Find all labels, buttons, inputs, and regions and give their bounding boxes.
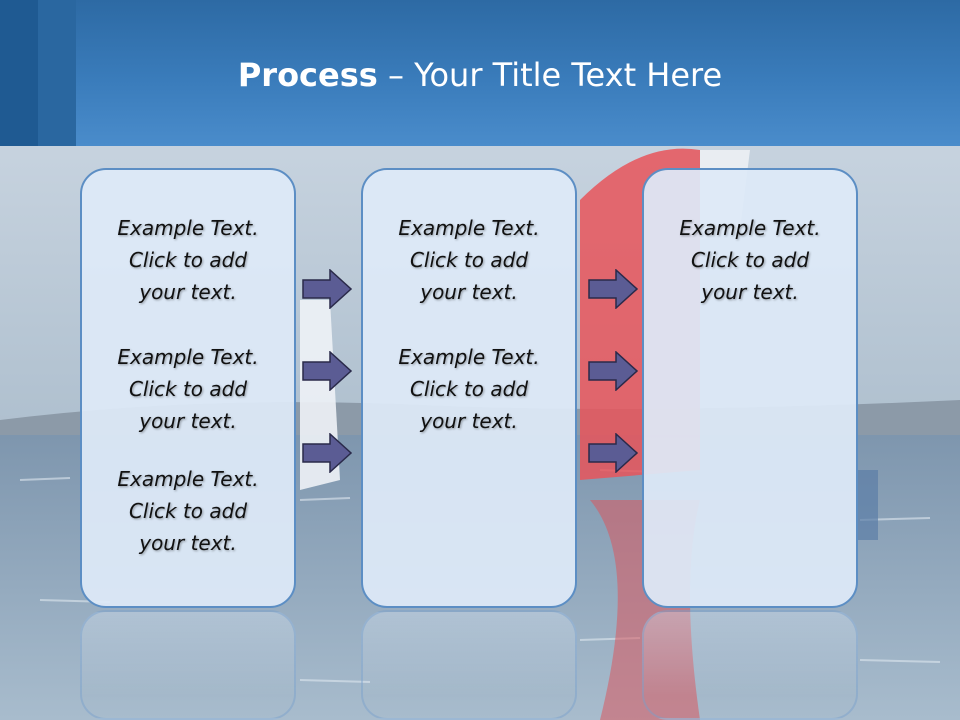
text-block[interactable]: Example Text. Click to add your text. [82,212,294,308]
box-reflection [361,610,577,720]
text-line: Example Text. [117,467,259,491]
header-accent-stripe [0,0,38,146]
title-bold-text: Process [237,56,378,94]
right-arrow-icon [302,433,352,473]
text-line: Click to add [409,248,529,272]
text-block[interactable]: Example Text. Click to add your text. [363,341,575,437]
text-line: Example Text. [117,345,259,369]
right-arrow-icon [588,433,638,473]
title-rest-text: – Your Title Text Here [377,56,723,94]
text-block[interactable]: Example Text. Click to add your text. [82,341,294,437]
text-line: Click to add [409,377,529,401]
title-bar: Process – Your Title Text Here [0,0,960,146]
text-line: your text. [420,280,518,304]
text-line: Click to add [128,377,248,401]
box-reflection [80,610,296,720]
right-arrow-icon [588,269,638,309]
text-line: your text. [139,409,237,433]
process-step-box-3[interactable]: Example Text. Click to add your text. [642,168,858,608]
text-line: Example Text. [398,345,540,369]
text-block[interactable]: Example Text. Click to add your text. [644,212,856,308]
text-line: Example Text. [398,216,540,240]
text-line: your text. [701,280,799,304]
right-arrow-icon [302,269,352,309]
right-arrow-icon [302,351,352,391]
text-line: your text. [139,280,237,304]
text-line: your text. [420,409,518,433]
right-arrow-icon [588,351,638,391]
text-line: Example Text. [679,216,821,240]
text-line: Example Text. [117,216,259,240]
text-block[interactable]: Example Text. Click to add your text. [82,463,294,559]
text-line: Click to add [128,499,248,523]
text-line: your text. [139,531,237,555]
text-line: Click to add [128,248,248,272]
slide-title[interactable]: Process – Your Title Text Here [76,54,884,96]
box-reflection [642,610,858,720]
text-line: Click to add [690,248,810,272]
header-accent-stripe [38,0,76,146]
process-step-box-2[interactable]: Example Text. Click to add your text. Ex… [361,168,577,608]
process-step-box-1[interactable]: Example Text. Click to add your text. Ex… [80,168,296,608]
text-block[interactable]: Example Text. Click to add your text. [363,212,575,308]
